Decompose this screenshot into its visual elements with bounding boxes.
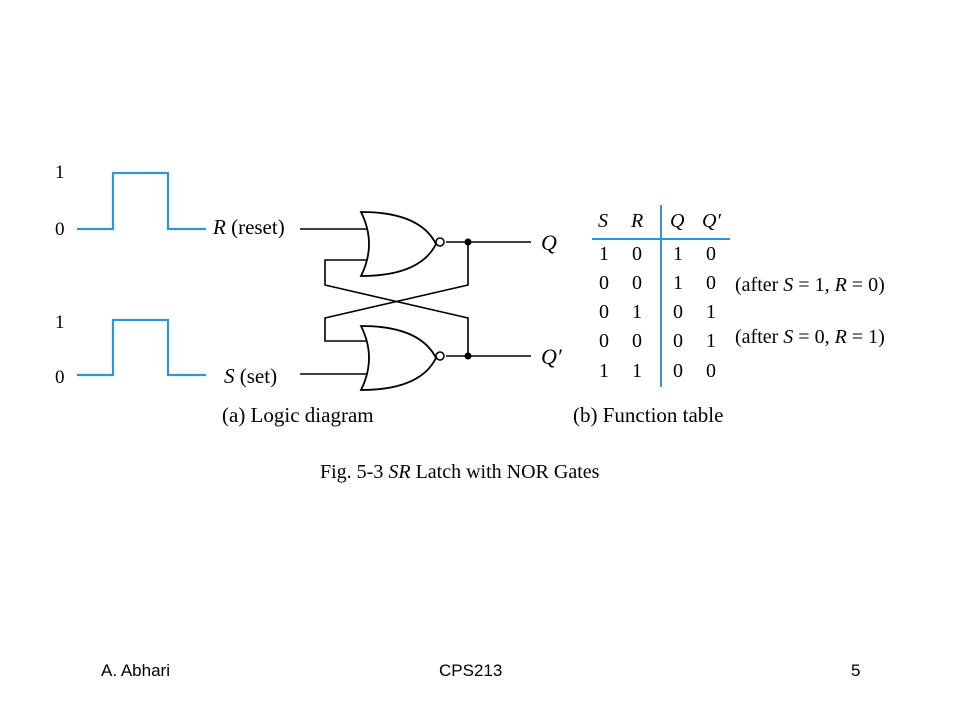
r-wave-low-label: 0 [55,219,65,240]
inversion-bubble-upper [435,237,445,247]
s-input-label: S (set) [224,364,277,388]
table-header-q-prime: Q′ [702,210,721,232]
logic-diagram-caption: (a) Logic diagram [222,403,374,427]
table-cell: 0 [706,272,716,294]
table-cell: 1 [632,360,642,382]
table-cell: 0 [632,330,642,352]
s-wave-high-label: 1 [55,312,65,333]
table-header-r: R [630,210,643,232]
table-cell: 1 [673,243,683,265]
table-cell: 0 [632,272,642,294]
table-note-after-set: (after S = 1, R = 0) [735,274,885,296]
table-cell: 0 [673,330,683,352]
table-cell: 0 [599,272,609,294]
inversion-bubble-lower [435,351,445,361]
table-cell: 1 [706,301,716,323]
output-q-label: Q [541,230,557,255]
r-input-label: R (reset) [212,215,285,239]
table-cell: 0 [632,243,642,265]
table-cell: 0 [599,330,609,352]
table-cell: 1 [632,301,642,323]
table-header-s: S [598,210,608,232]
nor-gate-upper [359,211,445,277]
circuit-wires [300,228,531,375]
output-q-prime-label: Q′ [541,344,563,369]
function-table-caption: (b) Function table [573,403,723,427]
footer-page-number: 5 [851,661,861,680]
table-cell: 1 [599,243,609,265]
table-cell: 1 [706,330,716,352]
nor-gate-lower [359,325,445,391]
junction-dot-q [464,238,472,246]
footer-author: A. Abhari [101,661,170,680]
table-cell: 1 [673,272,683,294]
table-cell: 0 [706,243,716,265]
r-wave-high-label: 1 [55,162,65,183]
s-wave-low-label: 0 [55,367,65,388]
table-cell: 1 [599,360,609,382]
table-cell: 0 [706,360,716,382]
table-cell: 0 [599,301,609,323]
table-cell: 0 [673,301,683,323]
figure-caption: Fig. 5-3 SR Latch with NOR Gates [320,461,600,483]
footer-course: CPS213 [439,661,503,680]
table-note-after-reset: (after S = 0, R = 1) [735,326,885,348]
s-input-waveform [77,318,206,377]
function-table: S R Q Q′ 1 0 1 0 0 0 1 0 0 1 0 1 0 0 0 1… [592,205,885,387]
r-input-waveform [77,171,206,231]
junction-dot-q-prime [464,352,472,360]
table-header-q: Q [670,210,685,232]
table-cell: 0 [673,360,683,382]
